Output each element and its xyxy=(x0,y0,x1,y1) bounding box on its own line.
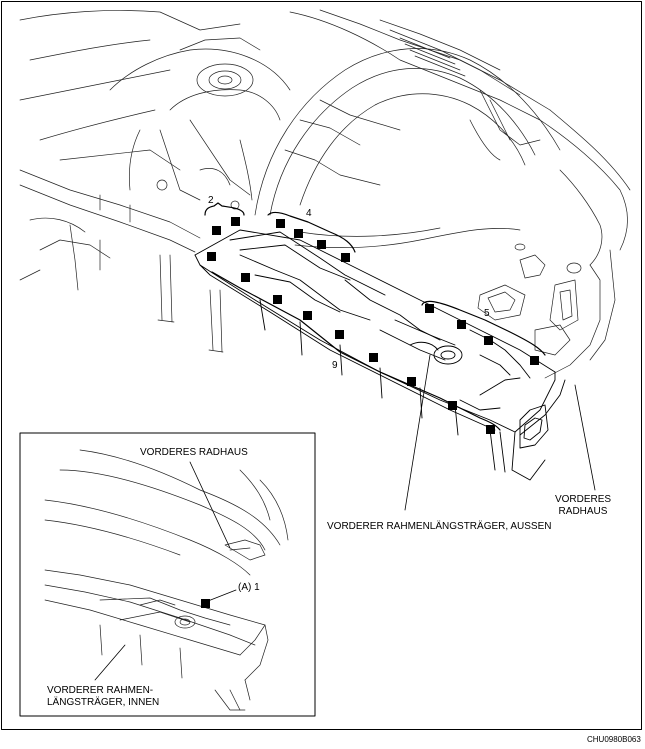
spot-weld-marker xyxy=(273,295,282,304)
inset-leaders xyxy=(94,461,237,681)
spot-weld-marker xyxy=(335,330,344,339)
label-rahmen-aussen: VORDERER RAHMENLÄNGSTRÄGER, AUSSEN xyxy=(327,521,552,532)
spot-weld-marker xyxy=(369,353,378,362)
bracket-5 xyxy=(421,300,546,356)
label-inset-a1: (A) 1 xyxy=(238,582,260,593)
spot-weld-marker xyxy=(484,336,493,345)
spot-weld-marker xyxy=(530,356,539,365)
label-inset-rahmen-innen: VORDERER RAHMEN- LÄNGSTRÄGER, INNEN xyxy=(47,685,160,708)
weld-group-number-9: 9 xyxy=(332,360,338,371)
spot-weld-marker xyxy=(448,401,457,410)
leader-radhaus-right xyxy=(574,384,596,491)
spot-weld-marker xyxy=(486,425,495,434)
spot-weld-marker xyxy=(425,304,434,313)
inset-frame xyxy=(19,432,316,717)
body-structure-linework xyxy=(19,9,631,379)
spot-weld-marker xyxy=(241,273,250,282)
spot-weld-marker xyxy=(407,377,416,386)
spot-weld-marker xyxy=(276,219,285,228)
label-vorderes-radhaus-right: VORDERES RADHAUS xyxy=(554,494,612,517)
label-inset-vorderes-radhaus: VORDERES RADHAUS xyxy=(140,447,248,458)
spot-weld-marker xyxy=(212,226,221,235)
spot-weld-marker xyxy=(294,229,303,238)
bracket-2 xyxy=(204,202,245,216)
bracket-9 xyxy=(211,271,501,431)
leader-rahmen-aussen xyxy=(404,354,431,511)
figure-code: CHU0980B063 xyxy=(587,735,641,744)
inset-linework xyxy=(44,449,289,711)
leader-inset-a1 xyxy=(207,589,237,602)
weld-group-number-2: 2 xyxy=(208,195,214,206)
spot-weld-marker xyxy=(201,599,210,608)
spot-weld-marker xyxy=(317,240,326,249)
spot-weld-marker xyxy=(457,320,466,329)
callout-leaders xyxy=(404,354,596,511)
bracket-4 xyxy=(267,211,356,253)
spot-weld-marker xyxy=(207,252,216,261)
weld-group-number-4: 4 xyxy=(306,208,312,219)
leader-inset-innen xyxy=(94,644,126,681)
spot-weld-marker xyxy=(341,253,350,262)
weld-brackets xyxy=(204,202,546,431)
spot-weld-marker xyxy=(303,311,312,320)
figure-border xyxy=(1,1,642,730)
frame-rail-outer xyxy=(194,229,566,481)
leader-inset-radhaus xyxy=(189,461,231,549)
weld-group-number-5: 5 xyxy=(484,308,490,319)
spot-weld-marker xyxy=(231,217,240,226)
